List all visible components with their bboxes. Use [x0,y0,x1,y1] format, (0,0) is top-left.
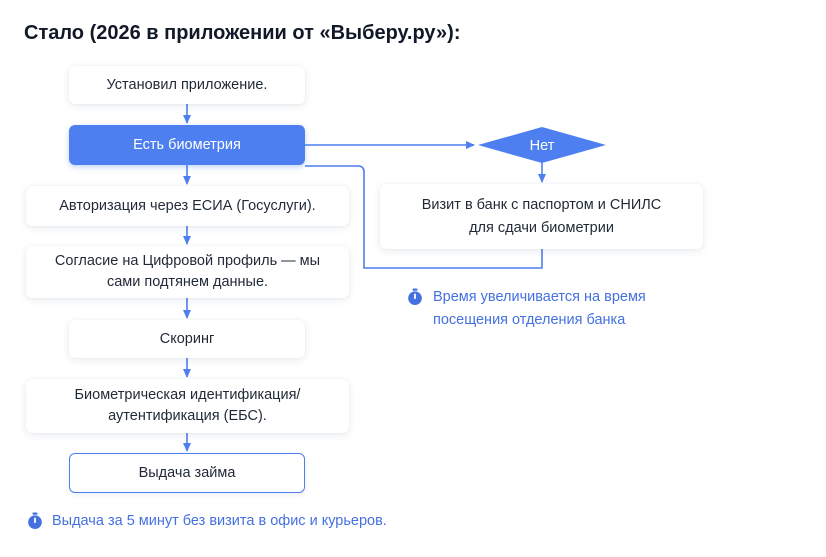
note-quick-loan-text: Выдача за 5 минут без визита в офис и ку… [52,513,387,529]
step-loan-issue-label: Выдача займа [138,464,236,481]
step-bank-visit-line-2: для сдачи биометрии [469,219,614,236]
note-quick-loan: Выдача за 5 минут без визита в офис и ку… [26,510,446,533]
page-title: Стало (2026 в приложении от «Выберу.ру»)… [24,22,461,44]
step-biometric-identification: Биометрическая идентификация/ аутентифик… [26,379,349,433]
stopwatch-icon [26,512,44,538]
step-install-app-label: Установил приложение. [106,76,268,93]
step-biometrics-label: Есть биометрия [133,136,241,153]
step-consent-line-2: сами подтянем данные. [106,274,269,290]
note-bank-time: Время увеличивается на время посещения о… [406,286,706,332]
step-bank-visit: Визит в банк с паспортом и СНИЛС для сда… [380,184,703,249]
decision-no-label: Нет [529,138,555,154]
step-esia-authorization: Авторизация через ЕСИА (Госуслуги). [26,186,349,226]
step-consent-line-1: Согласие на Цифровой профиль — мы [54,253,321,269]
note-bank-time-line-2: посещения отделения банка [433,312,626,328]
step-digital-profile-consent: Согласие на Цифровой профиль — мы сами п… [26,246,349,298]
step-identification-line-2: аутентификация (ЕБС). [108,408,267,424]
step-esia-authorization-label: Авторизация через ЕСИА (Госуслуги). [59,197,316,214]
arrow-bank-visit-return [305,165,543,269]
note-bank-time-line-1: Время увеличивается на время [433,289,646,305]
decision-diamond-no [478,127,606,163]
step-loan-issue: Выдача займа [69,453,305,493]
step-scoring-label: Скоринг [159,330,215,347]
step-bank-visit-line-1: Визит в банк с паспортом и СНИЛС [421,196,662,213]
step-biometrics: Есть биометрия [69,125,305,165]
stopwatch-icon [406,288,424,314]
step-install-app: Установил приложение. [69,66,305,104]
step-identification-line-1: Биометрическая идентификация/ [74,387,301,403]
step-scoring: Скоринг [69,320,305,358]
